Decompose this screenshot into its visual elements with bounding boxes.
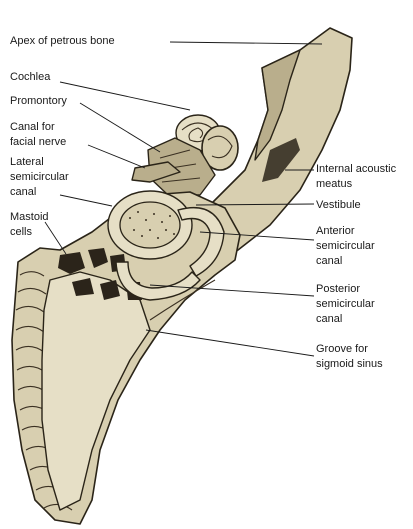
label-posterior-line3: canal bbox=[316, 313, 342, 325]
label-vestibule: Vestibule bbox=[316, 199, 361, 211]
label-lateral-line2: semicircular bbox=[10, 171, 69, 183]
label-groove-line1: Groove for bbox=[316, 343, 368, 355]
label-mastoid-line2: cells bbox=[10, 226, 33, 238]
label-posterior-line2: semicircular bbox=[316, 298, 375, 310]
label-lateral-line3: canal bbox=[10, 186, 36, 198]
label-groove-line2: sigmoid sinus bbox=[316, 358, 383, 370]
label-apex: Apex of petrous bone bbox=[10, 35, 115, 47]
label-meatus-line1: Internal acoustic bbox=[316, 163, 397, 175]
label-anterior-line1: Anterior bbox=[316, 225, 355, 237]
label-posterior-line1: Posterior bbox=[316, 283, 360, 295]
label-facial-canal-line1: Canal for bbox=[10, 121, 55, 133]
label-anterior-line3: canal bbox=[316, 255, 342, 267]
label-promontory: Promontory bbox=[10, 95, 67, 107]
label-anterior-line2: semicircular bbox=[316, 240, 375, 252]
label-mastoid-line1: Mastoid bbox=[10, 211, 49, 223]
label-facial-canal-line2: facial nerve bbox=[10, 136, 66, 148]
label-lateral-line1: Lateral bbox=[10, 156, 44, 168]
label-meatus-line2: meatus bbox=[316, 178, 353, 190]
label-cochlea: Cochlea bbox=[10, 71, 51, 83]
